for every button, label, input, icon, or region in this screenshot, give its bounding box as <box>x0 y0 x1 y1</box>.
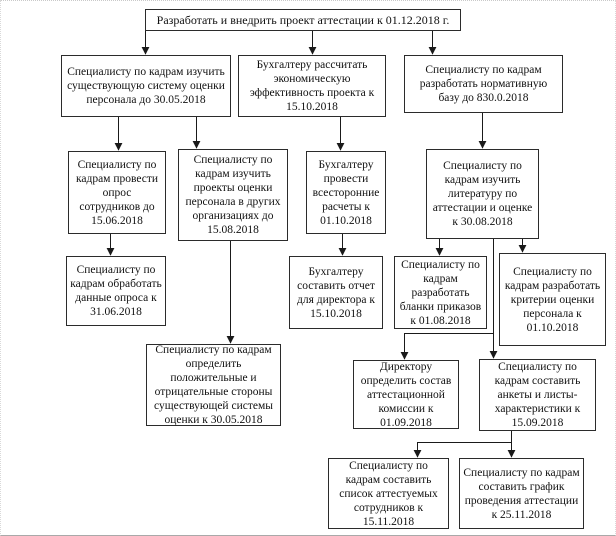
flow-node-comprehensive-calcs: Бухгалтеру провести всесторонние расчеты… <box>306 151 386 234</box>
flow-node-process-survey-data: Специалисту по кадрам обработать данные … <box>66 256 166 326</box>
flow-node-report-to-director: Бухгалтеру составить отчет для директора… <box>289 256 383 329</box>
flow-node-define-commission: Директору определить состав аттестационн… <box>353 360 459 429</box>
flow-node-study-other-orgs: Специалисту по кадрам изучить проекты оц… <box>178 149 288 241</box>
flow-node-create-questionnaires: Специалисту по кадрам составить анкеты и… <box>479 359 596 431</box>
edge-create-questionnaires-list-employees <box>413 431 512 458</box>
flow-node-study-current-system: Специалисту по кадрам изучить существующ… <box>61 55 231 117</box>
flow-node-develop-order-forms: Специалисту по кадрам разработать бланки… <box>394 256 487 329</box>
flow-node-calc-economics: Бухгалтеру рассчитать экономическую эффе… <box>238 55 386 117</box>
flow-node-identify-pros-cons: Специалисту по кадрам определить положит… <box>146 344 281 426</box>
flow-node-conduct-survey: Специалисту по кадрам провести опрос сот… <box>68 151 166 234</box>
flow-node-develop-criteria: Специалисту по кадрам разработать критер… <box>499 253 606 346</box>
flow-node-attestation-schedule: Специалисту по кадрам составить график п… <box>459 458 584 529</box>
flow-node-root-goal: Разработать и внедрить проект аттестации… <box>145 9 461 31</box>
flow-node-study-literature: Специалисту по кадрам изучить литературу… <box>426 149 539 239</box>
flow-node-develop-normative-base: Специалисту по кадрам разработать нормат… <box>404 55 563 113</box>
flow-node-list-employees: Специалисту по кадрам составить список а… <box>328 458 449 529</box>
edge-study-literature-define-commission <box>400 239 494 360</box>
